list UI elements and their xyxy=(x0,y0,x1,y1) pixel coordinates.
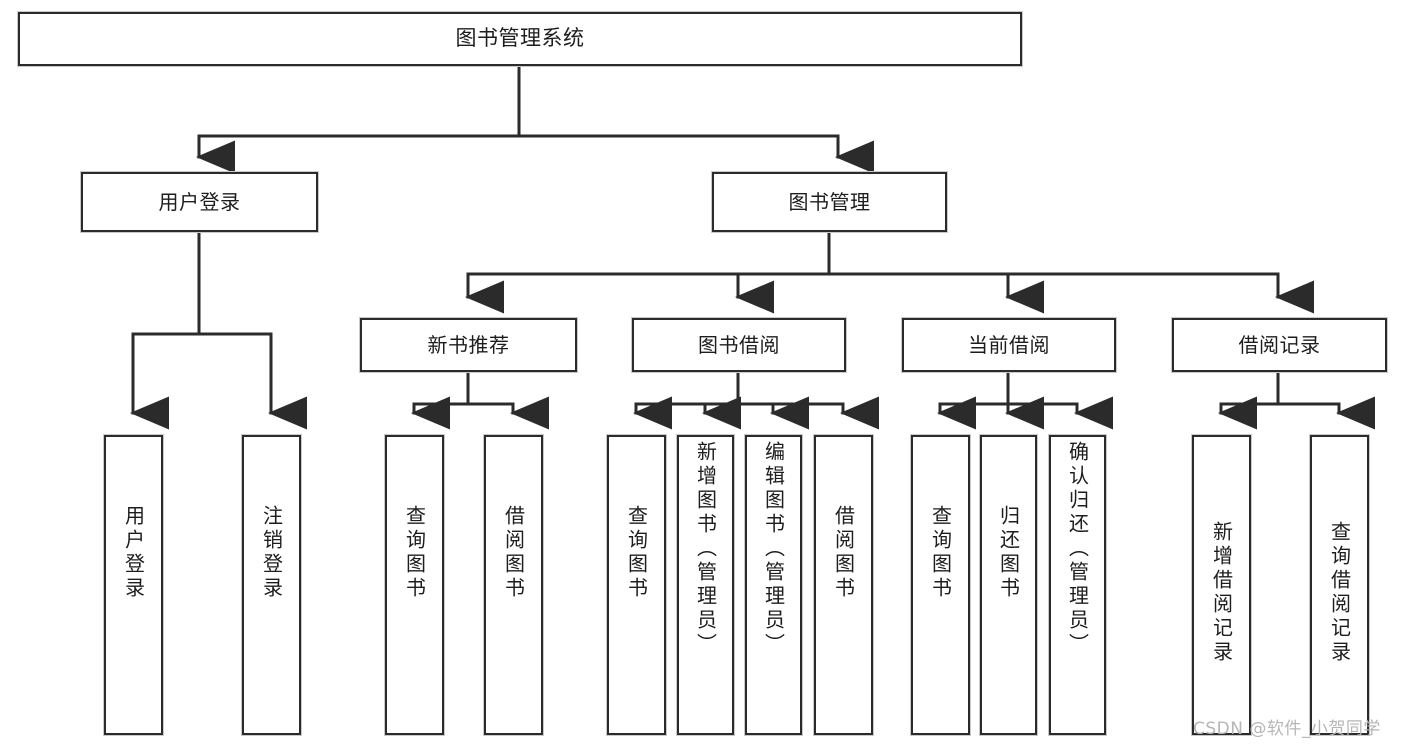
node-book-borrow-label: 图书借阅 xyxy=(698,332,780,357)
csdn-watermark: CSDN @软件_小贺同学 xyxy=(1193,719,1381,739)
leaf-edit-book-admin-label: 编辑图书（管理员） xyxy=(761,441,786,657)
node-root-book-management-system[interactable]: 图书管理系统 xyxy=(18,12,1022,66)
leaf-recommend-query-book[interactable]: 查询图书 xyxy=(385,435,444,735)
node-new-book-recommend-label: 新书推荐 xyxy=(427,332,510,357)
leaf-query-borrow-record[interactable]: 查询借阅记录 xyxy=(1310,435,1369,735)
node-user-login[interactable]: 用户登录 xyxy=(81,172,318,232)
leaf-current-query-book-label: 查询图书 xyxy=(928,505,953,601)
leaf-add-borrow-record[interactable]: 新增借阅记录 xyxy=(1192,435,1251,735)
leaf-add-book-admin[interactable]: 新增图书（管理员） xyxy=(677,435,734,735)
node-current-borrow-label: 当前借阅 xyxy=(968,332,1050,357)
node-borrow-record[interactable]: 借阅记录 xyxy=(1172,318,1387,372)
leaf-user-login-label: 用户登录 xyxy=(121,505,146,601)
leaf-recommend-query-book-label: 查询图书 xyxy=(402,505,427,601)
node-root-label: 图书管理系统 xyxy=(455,26,585,51)
node-borrow-record-label: 借阅记录 xyxy=(1238,332,1321,357)
leaf-confirm-return-admin-label: 确认归还（管理员） xyxy=(1065,441,1090,657)
leaf-query-borrow-record-label: 查询借阅记录 xyxy=(1327,521,1352,665)
leaf-current-query-book[interactable]: 查询图书 xyxy=(911,435,970,735)
leaf-return-book-label: 归还图书 xyxy=(996,505,1021,601)
leaf-return-book[interactable]: 归还图书 xyxy=(980,435,1037,735)
leaf-edit-book-admin[interactable]: 编辑图书（管理员） xyxy=(745,435,802,735)
node-book-management-label: 图书管理 xyxy=(788,189,871,214)
leaf-recommend-borrow-book-label: 借阅图书 xyxy=(501,505,526,601)
node-current-borrow[interactable]: 当前借阅 xyxy=(902,318,1116,372)
leaf-borrow-query-book[interactable]: 查询图书 xyxy=(607,435,666,735)
leaf-recommend-borrow-book[interactable]: 借阅图书 xyxy=(484,435,543,735)
leaf-logout-label: 注销登录 xyxy=(259,505,284,601)
leaf-add-borrow-record-label: 新增借阅记录 xyxy=(1209,521,1234,665)
leaf-borrow-book[interactable]: 借阅图书 xyxy=(814,435,873,735)
node-book-borrow[interactable]: 图书借阅 xyxy=(632,318,846,372)
leaf-confirm-return-admin[interactable]: 确认归还（管理员） xyxy=(1049,435,1106,735)
leaf-add-book-admin-label: 新增图书（管理员） xyxy=(693,441,718,657)
node-book-management[interactable]: 图书管理 xyxy=(712,172,947,232)
leaf-borrow-book-label: 借阅图书 xyxy=(831,505,856,601)
node-new-book-recommend[interactable]: 新书推荐 xyxy=(360,318,577,372)
node-user-login-label: 用户登录 xyxy=(158,189,241,214)
leaf-logout[interactable]: 注销登录 xyxy=(242,435,301,735)
leaf-borrow-query-book-label: 查询图书 xyxy=(624,505,649,601)
leaf-user-login[interactable]: 用户登录 xyxy=(104,435,163,735)
